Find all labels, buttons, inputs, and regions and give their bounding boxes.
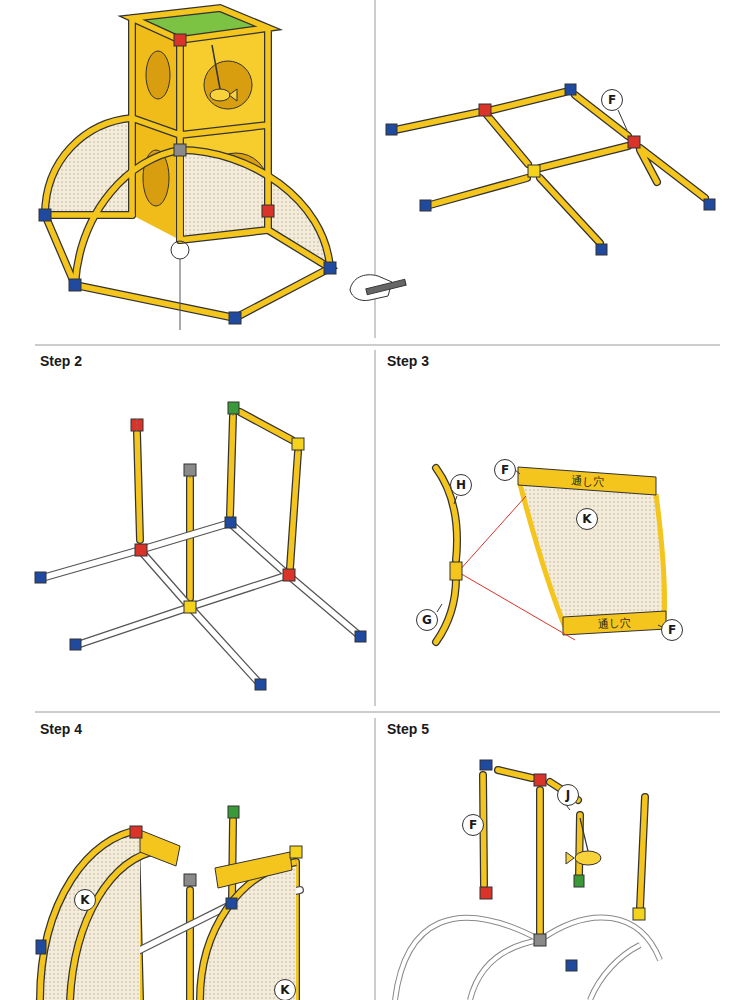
callout-letter: F — [668, 624, 676, 636]
callout-circle: F — [661, 619, 683, 641]
callout-circle: F — [462, 814, 484, 836]
band-label: 通し穴 — [570, 474, 604, 487]
callout-letter: F — [469, 819, 477, 831]
callout-circle: G — [416, 609, 438, 631]
step-heading: Step 4 — [40, 721, 82, 737]
step-heading: Step 5 — [387, 721, 429, 737]
callout-circle: K — [274, 979, 296, 1000]
band-label: 通し穴 — [597, 617, 631, 630]
callout-circle: F — [494, 459, 516, 481]
callout-letter: F — [608, 94, 616, 106]
callout-letter: J — [566, 789, 570, 801]
callout-letter: K — [582, 513, 591, 525]
callout-circle: F — [601, 89, 623, 111]
callout-circle: K — [74, 889, 96, 911]
step-heading: Step 2 — [40, 353, 82, 369]
callout-letter: K — [80, 894, 89, 906]
callout-letter: K — [280, 984, 289, 996]
callout-letter: G — [422, 614, 432, 626]
callout-circle: J — [557, 784, 579, 806]
callout-letter: H — [456, 479, 466, 491]
callout-circle: H — [450, 474, 472, 496]
callout-circle: K — [576, 508, 598, 530]
callout-letter: F — [501, 464, 509, 476]
step-heading: Step 3 — [387, 353, 429, 369]
